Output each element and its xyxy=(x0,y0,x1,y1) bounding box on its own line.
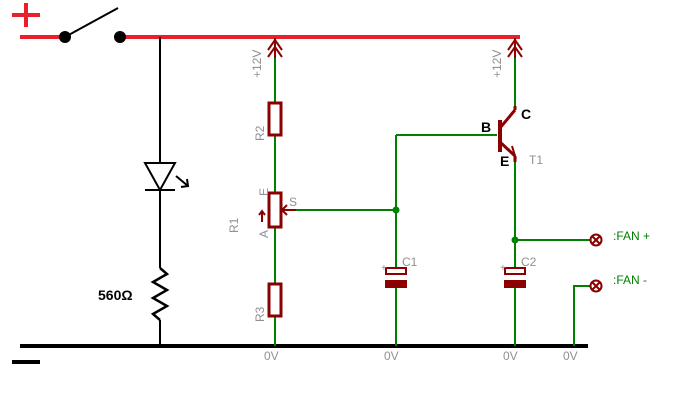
base-pin-label: B xyxy=(481,119,491,135)
emitter-pin-label: E xyxy=(500,153,509,169)
junction-emitter xyxy=(511,236,519,244)
vcc-arrow-1 xyxy=(267,38,283,58)
led-resistor-label: 560Ω xyxy=(98,287,133,303)
gnd-label-4: 0V xyxy=(563,349,578,363)
c1-polarity-label: + xyxy=(381,263,387,274)
r2-label: R2 xyxy=(253,125,267,141)
collector-pin-label: C xyxy=(521,106,531,122)
fan-minus-wire xyxy=(573,285,590,346)
r1-pin-e-label: E xyxy=(257,188,271,196)
led-resistor-zigzag xyxy=(150,267,170,321)
fan-plus-terminal xyxy=(589,233,603,247)
fan-plus-label: :FAN + xyxy=(613,229,650,243)
r1-pin-a-label: A xyxy=(257,230,271,238)
c2-polarity-label: + xyxy=(500,263,506,274)
gnd-label-2: 0V xyxy=(384,349,399,363)
vcc-label-1: +12V xyxy=(250,50,264,78)
emitter-wires xyxy=(514,162,590,346)
led-diode-body xyxy=(143,162,177,193)
power-switch xyxy=(59,7,126,43)
pot-wiper xyxy=(258,204,296,222)
c2-label: C2 xyxy=(521,255,537,269)
c1-label: C1 xyxy=(402,255,418,269)
r1-pin-s-label: S xyxy=(289,195,297,209)
t1-label: T1 xyxy=(529,153,543,167)
gnd-label-1: 0V xyxy=(264,349,279,363)
r1-label: R1 xyxy=(227,217,241,233)
led-emission-arrow xyxy=(175,175,189,187)
fan-minus-label: :FAN - xyxy=(613,273,647,287)
resistor-r2 xyxy=(267,101,283,137)
junction-c1 xyxy=(392,206,400,214)
supply-plus-symbol xyxy=(12,3,40,27)
switch-contact-left xyxy=(59,31,71,43)
led-branch xyxy=(143,37,190,346)
fan-minus-terminal xyxy=(589,279,603,293)
vcc-arrow-2 xyxy=(507,38,523,58)
switch-lever xyxy=(64,7,119,38)
switch-contact-right xyxy=(114,31,126,43)
transistor-t1 xyxy=(498,106,517,162)
capacitor-c2 xyxy=(504,267,526,288)
capacitor-c1 xyxy=(385,267,407,288)
vcc-label-2: +12V xyxy=(490,50,504,78)
r3-label: R3 xyxy=(253,306,267,322)
gnd-label-3: 0V xyxy=(503,349,518,363)
resistor-r3 xyxy=(267,282,283,318)
potentiometer-r1 xyxy=(267,191,283,229)
c1-wires xyxy=(395,134,497,346)
